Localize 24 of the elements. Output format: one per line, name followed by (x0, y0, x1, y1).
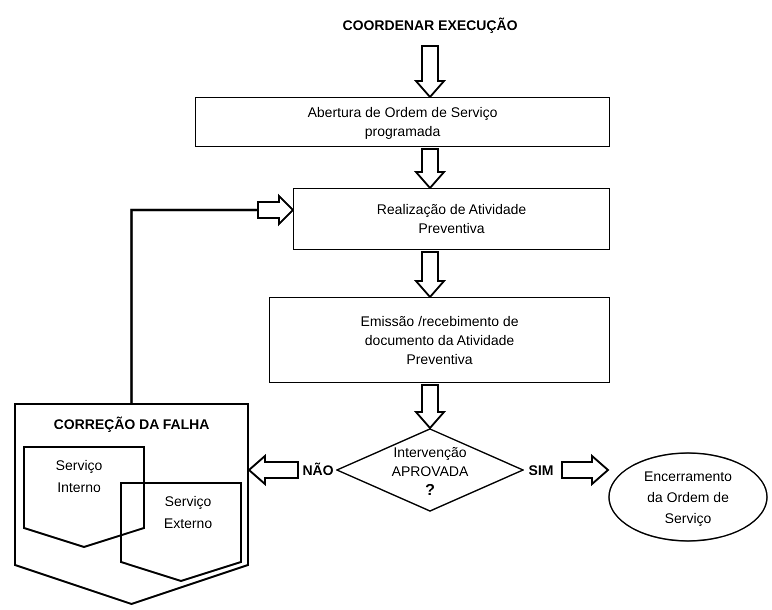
group-heading: CORREÇÃO DA FALHA (54, 415, 210, 434)
block-arrow (414, 251, 446, 299)
correction-pentagon (14, 403, 249, 605)
service-label: Serviço Externo (162, 492, 214, 533)
block-arrow (414, 45, 446, 99)
service-label: Serviço Interno (54, 456, 104, 497)
heading-text: COORDENAR EXECUÇÃO (342, 16, 518, 34)
process-label: Realização de Atividade Preventiva (376, 200, 528, 238)
process-box (293, 188, 610, 250)
decision-diamond (336, 428, 524, 512)
block-arrow (561, 454, 610, 486)
process-label: Abertura de Ordem de Serviço programada (306, 103, 498, 141)
process-box (195, 97, 610, 147)
decision-label: Intervenção APROVADA (390, 443, 470, 481)
process-label: Emissão /recebimento de documento da Atividade Preventiva (360, 312, 520, 368)
process-box (269, 297, 610, 383)
end-ellipse (608, 452, 768, 542)
service-pentagon (120, 482, 242, 582)
block-arrow (414, 148, 446, 190)
end-label: Encerramento da Ordem de Serviço (643, 466, 733, 528)
block-arrow (414, 384, 446, 430)
question-mark: ? (425, 481, 435, 500)
service-pentagon (23, 446, 145, 548)
block-arrow (247, 454, 299, 486)
